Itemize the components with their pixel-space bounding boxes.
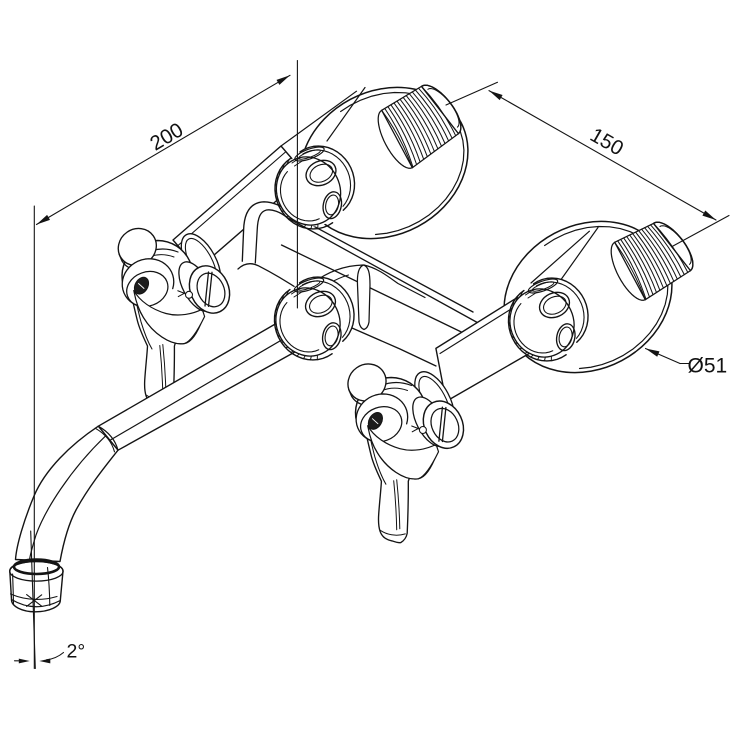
- svg-text:Ø51: Ø51: [688, 355, 728, 378]
- svg-text:2°: 2°: [67, 641, 86, 663]
